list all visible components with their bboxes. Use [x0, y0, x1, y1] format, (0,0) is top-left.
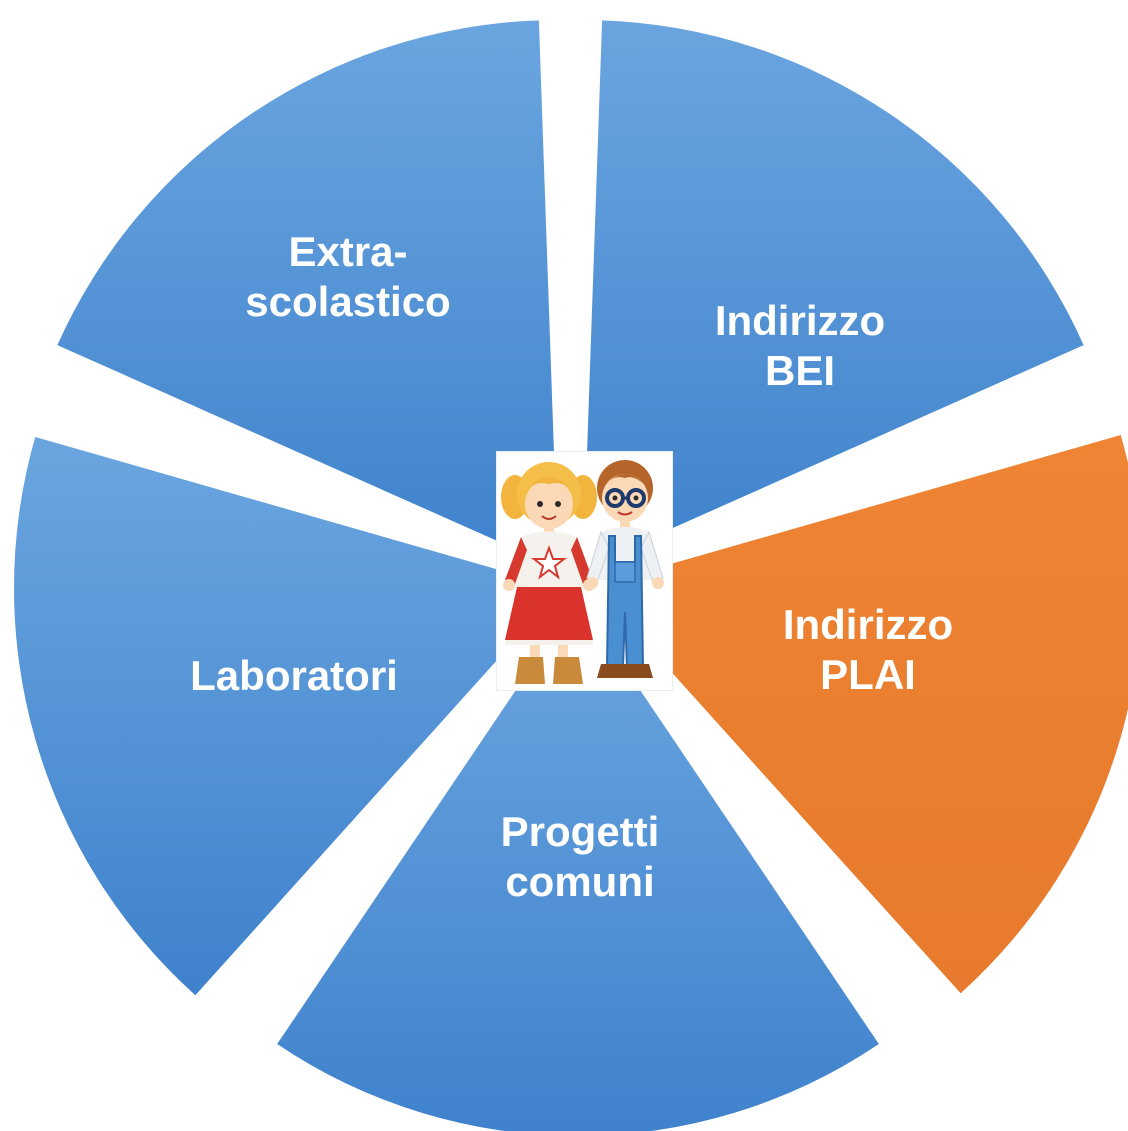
segment-label-line: BEI — [765, 347, 835, 394]
segment-label-line: Indirizzo — [783, 601, 953, 648]
segment-label-line: Progetti — [501, 808, 660, 855]
segment-laboratori — [14, 436, 563, 996]
segment-label-line: PLAI — [820, 651, 916, 698]
segment-extra-scolastico — [57, 20, 559, 569]
segment-label-extra-scolastico: Extra-scolastico — [245, 228, 450, 325]
segment-label-line: comuni — [505, 858, 654, 905]
segment-label-line: Laboratori — [190, 652, 398, 699]
boy-figure-icon — [586, 460, 664, 678]
children-illustration-icon — [497, 452, 672, 690]
segment-label-laboratori: Laboratori — [190, 652, 398, 699]
segment-progetti-comuni — [277, 598, 879, 1131]
segment-label-line: Extra- — [288, 228, 407, 275]
segment-indirizzo-plai — [594, 434, 1128, 994]
segment-indirizzo-bei — [583, 20, 1084, 569]
girl-figure-icon — [501, 462, 597, 684]
segment-label-line: Indirizzo — [715, 297, 885, 344]
segment-label-line: scolastico — [245, 278, 450, 325]
